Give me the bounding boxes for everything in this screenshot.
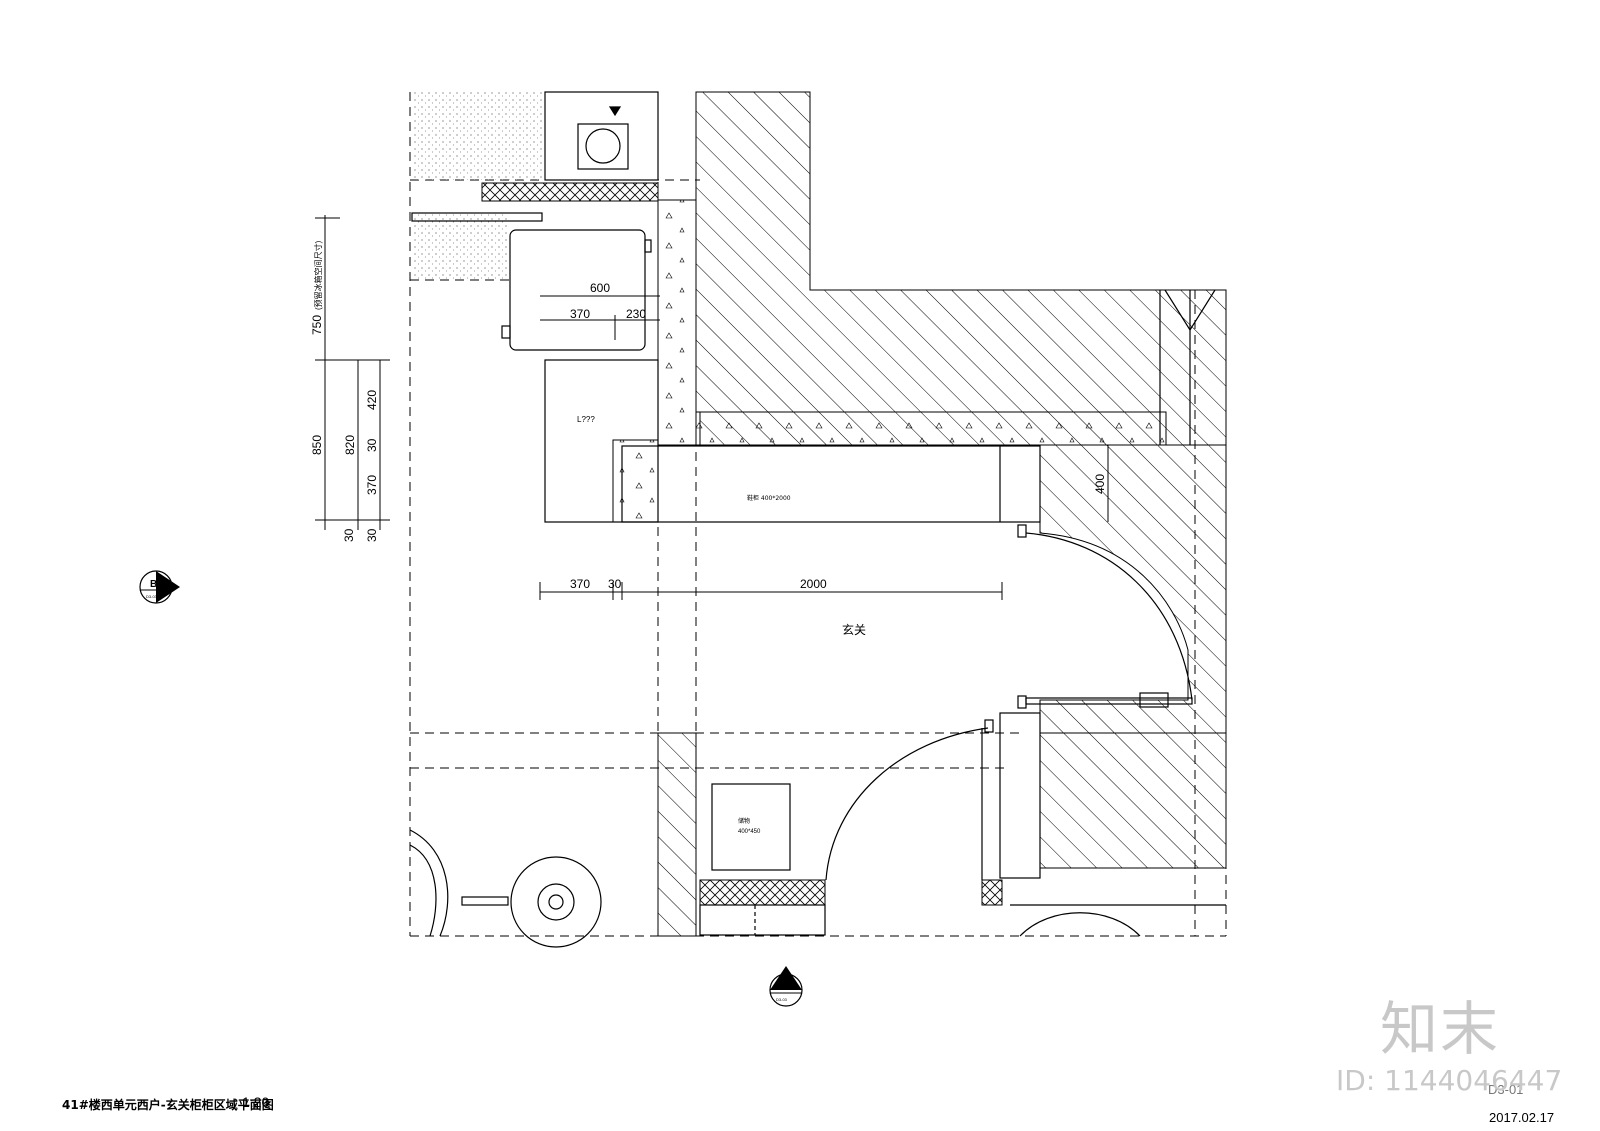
- fixtures: [409, 91, 1226, 948]
- dim-600: 600: [590, 281, 610, 295]
- hatched-walls: [657, 91, 1227, 937]
- door-swing-lower: [825, 727, 989, 881]
- cabinet-label: L???: [577, 415, 595, 424]
- dim-420: 420: [365, 390, 379, 410]
- dotted-area: [412, 92, 544, 180]
- drawing-scale: 1:20: [242, 1094, 270, 1110]
- section-b-sub: D3-03: [146, 594, 158, 599]
- section-a-letter: A: [781, 982, 788, 993]
- concrete-strips: [612, 199, 1167, 523]
- dim-370-bottom: 370: [570, 577, 590, 591]
- dim-400: 400: [1093, 474, 1107, 494]
- dim-370-left: 370: [365, 475, 379, 495]
- dim-750: 750: [310, 315, 324, 335]
- watermark-id: ID: 1144046447: [1336, 1064, 1563, 1097]
- section-marker-a: A D3-03: [769, 966, 803, 1007]
- section-a-sub: D3-03: [776, 997, 788, 1002]
- dim-30-bottom: 30: [608, 577, 622, 591]
- dimension-lines: [315, 215, 1109, 600]
- shoe-cabinet-outline: [621, 445, 1041, 523]
- box-size: 400*450: [738, 829, 761, 835]
- storage-box: [711, 783, 791, 871]
- watermark-brand: 知末: [1380, 995, 1501, 1063]
- dotted-area-lower: [412, 214, 508, 280]
- section-marker-b: B D3-03: [139, 570, 180, 604]
- dim-750-note: (预留冰箱空间尺寸): [313, 240, 323, 310]
- dim-30-a: 30: [342, 528, 356, 542]
- door-swing-main: [1025, 532, 1193, 701]
- section-b-letter: B: [150, 579, 157, 590]
- dim-820: 820: [343, 435, 357, 455]
- dim-370-top: 370: [570, 307, 590, 321]
- sheet-number: D3-01: [1488, 1082, 1524, 1097]
- shoe-cabinet-label: 鞋柜 400*2000: [747, 494, 791, 502]
- crosshatch-strips: [481, 182, 1003, 906]
- dim-850: 850: [310, 435, 324, 455]
- fridge-outline: [509, 229, 646, 351]
- box-name: 储物: [738, 817, 750, 825]
- drawing-title: 41#楼西单元西户-玄关柜柜区域平面图: [62, 1098, 274, 1112]
- dim-30-mid: 30: [365, 438, 379, 452]
- room-label: 玄关: [842, 622, 866, 637]
- drawing-date: 2017.02.17: [1489, 1110, 1555, 1125]
- cabinet-outline: [544, 359, 659, 523]
- dim-230: 230: [626, 307, 646, 321]
- dim-30-b: 30: [365, 528, 379, 542]
- dim-2000: 2000: [800, 577, 827, 591]
